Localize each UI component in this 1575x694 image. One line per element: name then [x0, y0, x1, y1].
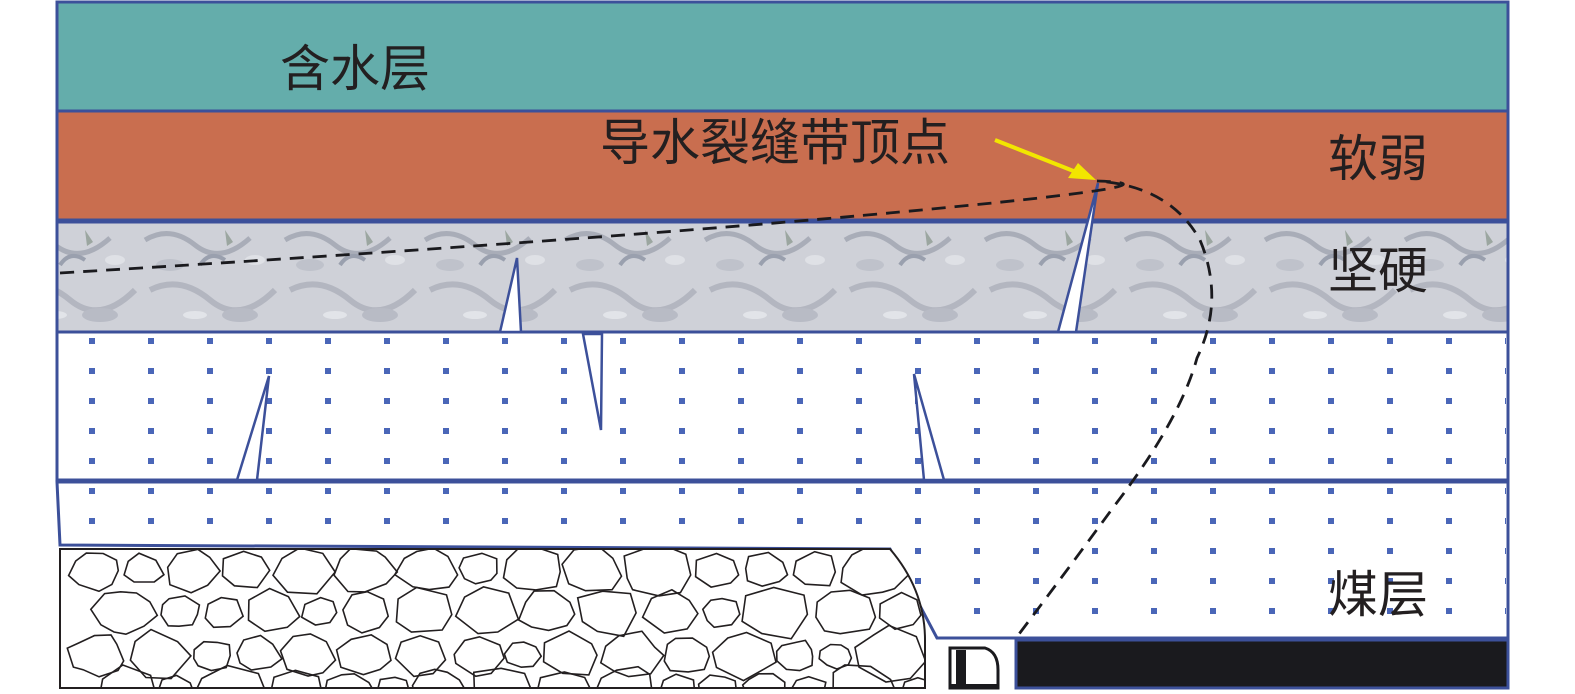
rubble-stone	[192, 664, 268, 688]
rubble-stone	[300, 596, 338, 626]
rubble-stone	[393, 549, 459, 591]
rubble-stone	[333, 549, 399, 593]
rubble-stone	[454, 586, 520, 635]
rubble-stone	[741, 586, 809, 640]
rubble-stone	[394, 634, 447, 678]
rubble-stone	[376, 676, 410, 688]
rubble-stone	[411, 668, 470, 688]
hard-layer	[55, 220, 1510, 334]
rubble-stone	[503, 641, 543, 669]
coal-seam-block	[1014, 638, 1510, 690]
aquifer-label: 含水层	[280, 40, 430, 98]
rubble-stone	[66, 634, 125, 678]
rubble-stone	[561, 549, 623, 592]
rubble-stone	[268, 669, 324, 688]
rubble-stone	[323, 672, 376, 688]
rubble-stone	[832, 664, 900, 688]
apex-arrow-icon	[994, 138, 1096, 180]
hydraulic-support-icon	[948, 646, 1000, 690]
rubble-stone	[542, 630, 598, 676]
rubble-stone	[158, 674, 194, 688]
rubble-stone	[517, 589, 576, 632]
rubble-stone	[89, 590, 159, 636]
rubble-stone	[697, 674, 738, 688]
fractures	[235, 182, 1100, 482]
rubble-stone	[792, 550, 837, 587]
fracture-1	[498, 257, 523, 334]
rubble-stone	[342, 590, 390, 634]
rubble-stone	[815, 589, 877, 635]
rubble-stone	[535, 671, 595, 688]
rubble-stone	[599, 630, 665, 678]
rubble-stone	[236, 634, 283, 671]
aquifer-layer	[55, 0, 1510, 113]
soft-layer	[55, 109, 1510, 222]
rubble-stone	[335, 634, 392, 676]
fracture-2	[1056, 182, 1100, 334]
fracture-zone-boundary	[59, 179, 1214, 639]
fracture-5	[912, 373, 946, 482]
rubble-stone	[701, 597, 741, 629]
rubble-stone	[458, 552, 498, 585]
rubble-stone	[272, 549, 337, 595]
soft-layer-label: 软弱	[1328, 130, 1428, 188]
fracture-4	[235, 375, 271, 482]
rubble-stone	[123, 552, 165, 583]
rubble-stone	[854, 624, 925, 683]
rubble-stone	[623, 549, 692, 597]
rubble-stone	[502, 549, 562, 591]
rubble-stone	[166, 549, 222, 594]
rubble-stone	[395, 586, 453, 633]
rubble-stone	[221, 550, 271, 589]
fracture-zone-apex-label: 导水裂缝带顶点	[600, 114, 950, 172]
rubble-stone	[98, 664, 156, 688]
rubble-stone	[472, 667, 533, 688]
rubble-stone	[744, 551, 789, 587]
rubble-stone	[658, 673, 696, 688]
rubble-stone	[453, 635, 505, 678]
rubble-stone	[67, 552, 120, 593]
rubble-stone	[790, 675, 827, 688]
rubble-stone	[775, 639, 814, 672]
rubble-stone	[878, 591, 922, 631]
coal-seam-label: 煤层	[1328, 566, 1428, 624]
rubble-stone	[711, 631, 777, 682]
rubble-stone	[663, 637, 711, 673]
rubble-stone	[741, 672, 786, 688]
caved-rubble-zone	[59, 548, 926, 689]
rubble-stone	[641, 588, 699, 634]
rubble-stone	[592, 665, 654, 688]
rubble-stone	[279, 633, 337, 677]
rubble-stone	[204, 596, 245, 629]
rubble-stone	[160, 595, 201, 628]
rubble-stone	[247, 587, 301, 633]
hard-layer-label: 坚硬	[1328, 242, 1428, 300]
rubble-stone	[694, 552, 740, 588]
fracture-3	[581, 332, 604, 431]
